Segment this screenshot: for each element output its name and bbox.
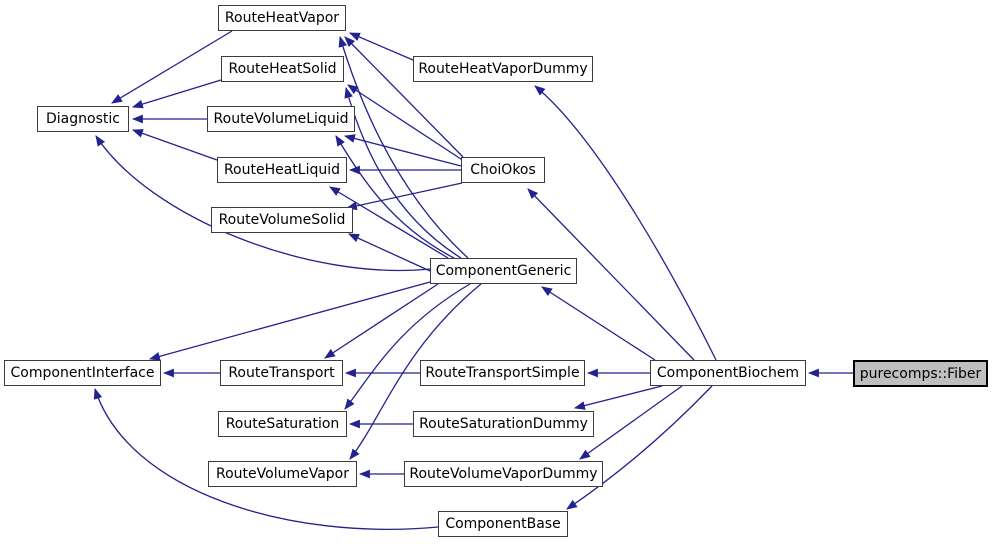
edge-ComponentBiochem--ComponentBase xyxy=(566,385,713,510)
node-Diagnostic[interactable]: Diagnostic xyxy=(37,106,129,132)
node-RouteVolumeLiquid[interactable]: RouteVolumeLiquid xyxy=(207,106,355,132)
node-ComponentBiochem[interactable]: ComponentBiochem xyxy=(650,360,806,386)
edge-ComponentGeneric--RouteHeatSolid xyxy=(344,86,462,259)
edge-ComponentBase--ComponentInterface xyxy=(93,387,439,530)
node-ComponentGeneric[interactable]: ComponentGeneric xyxy=(430,258,577,284)
edge-ComponentGeneric--ComponentInterface xyxy=(148,281,431,361)
node-label: RouteHeatVapor xyxy=(224,10,340,26)
node-label: ComponentBiochem xyxy=(656,365,800,381)
node-label: RouteHeatLiquid xyxy=(223,162,341,178)
edge-RouteHeatLiquid--Diagnostic xyxy=(131,129,218,161)
node-label: RouteTransportSimple xyxy=(425,365,580,381)
node-purecomps-Fiber: purecomps::Fiber xyxy=(853,360,988,387)
node-RouteVolumeVapor[interactable]: RouteVolumeVapor xyxy=(208,461,357,487)
node-ComponentInterface[interactable]: ComponentInterface xyxy=(4,360,161,386)
node-RouteHeatVaporDummy[interactable]: RouteHeatVaporDummy xyxy=(413,56,593,82)
edge-ComponentGeneric--RouteVolumeLiquid xyxy=(335,135,455,259)
node-label: ComponentInterface xyxy=(10,365,155,381)
edge-ComponentGeneric--RouteHeatLiquid xyxy=(329,186,449,259)
edge-ComponentBiochem--RouteVolumeVaporDummy xyxy=(579,385,683,460)
node-label: ComponentGeneric xyxy=(435,263,572,279)
node-label: RouteTransport xyxy=(228,365,335,381)
edge-ComponentBiochem--RouteHeatVaporDummy xyxy=(534,85,717,361)
edge-ChoiOkos--RouteHeatSolid xyxy=(347,84,465,162)
edge-RouteHeatVapor--Diagnostic xyxy=(111,30,233,104)
edge-ChoiOkos--RouteVolumeLiquid xyxy=(343,134,462,167)
node-RouteTransport[interactable]: RouteTransport xyxy=(220,360,343,386)
edge-ComponentGeneric--RouteHeatVapor xyxy=(338,35,469,259)
node-RouteSaturationDummy[interactable]: RouteSaturationDummy xyxy=(413,411,594,437)
node-label: RouteVolumeLiquid xyxy=(213,111,349,127)
node-RouteSaturation[interactable]: RouteSaturation xyxy=(218,411,347,437)
node-RouteVolumeSolid[interactable]: RouteVolumeSolid xyxy=(211,207,353,233)
node-label: RouteSaturationDummy xyxy=(419,416,588,432)
edge-ComponentGeneric--RouteTransport xyxy=(324,283,439,359)
edge-ComponentBiochem--RouteSaturationDummy xyxy=(573,385,663,410)
node-RouteHeatVapor[interactable]: RouteHeatVapor xyxy=(218,5,346,31)
edge-group xyxy=(93,30,853,530)
edge-ChoiOkos--RouteHeatVapor xyxy=(344,36,464,158)
edge-ChoiOkos--RouteVolumeSolid xyxy=(345,182,463,211)
node-label: RouteSaturation xyxy=(225,416,340,432)
edge-ComponentGeneric--Diagnostic xyxy=(95,135,431,272)
node-RouteHeatSolid[interactable]: RouteHeatSolid xyxy=(221,56,344,82)
node-ChoiOkos[interactable]: ChoiOkos xyxy=(461,157,545,183)
node-label: purecomps::Fiber xyxy=(859,365,982,382)
node-label: ComponentBase xyxy=(445,516,561,532)
node-RouteVolumeVaporDummy[interactable]: RouteVolumeVaporDummy xyxy=(404,461,603,487)
edge-RouteHeatSolid--Diagnostic xyxy=(131,79,222,109)
node-label: RouteVolumeSolid xyxy=(218,212,346,228)
edge-ComponentBiochem--ChoiOkos xyxy=(527,188,695,361)
edge-ComponentBiochem--ComponentGeneric xyxy=(541,286,656,361)
node-RouteHeatLiquid[interactable]: RouteHeatLiquid xyxy=(217,157,347,183)
node-label: RouteHeatSolid xyxy=(228,61,337,77)
edge-ComponentGeneric--RouteVolumeSolid xyxy=(347,233,431,272)
node-RouteTransportSimple[interactable]: RouteTransportSimple xyxy=(420,360,585,386)
node-label: RouteVolumeVapor xyxy=(216,466,349,482)
node-ComponentBase[interactable]: ComponentBase xyxy=(438,511,568,537)
edge-RouteHeatVaporDummy--RouteHeatVapor xyxy=(348,32,414,61)
node-label: RouteHeatVaporDummy xyxy=(418,61,588,77)
edge-ComponentGeneric--RouteSaturation xyxy=(344,283,471,410)
node-label: Diagnostic xyxy=(46,111,120,127)
edge-ComponentGeneric--RouteVolumeVapor xyxy=(349,283,482,460)
node-label: RouteVolumeVaporDummy xyxy=(409,466,598,482)
node-label: ChoiOkos xyxy=(470,162,536,178)
